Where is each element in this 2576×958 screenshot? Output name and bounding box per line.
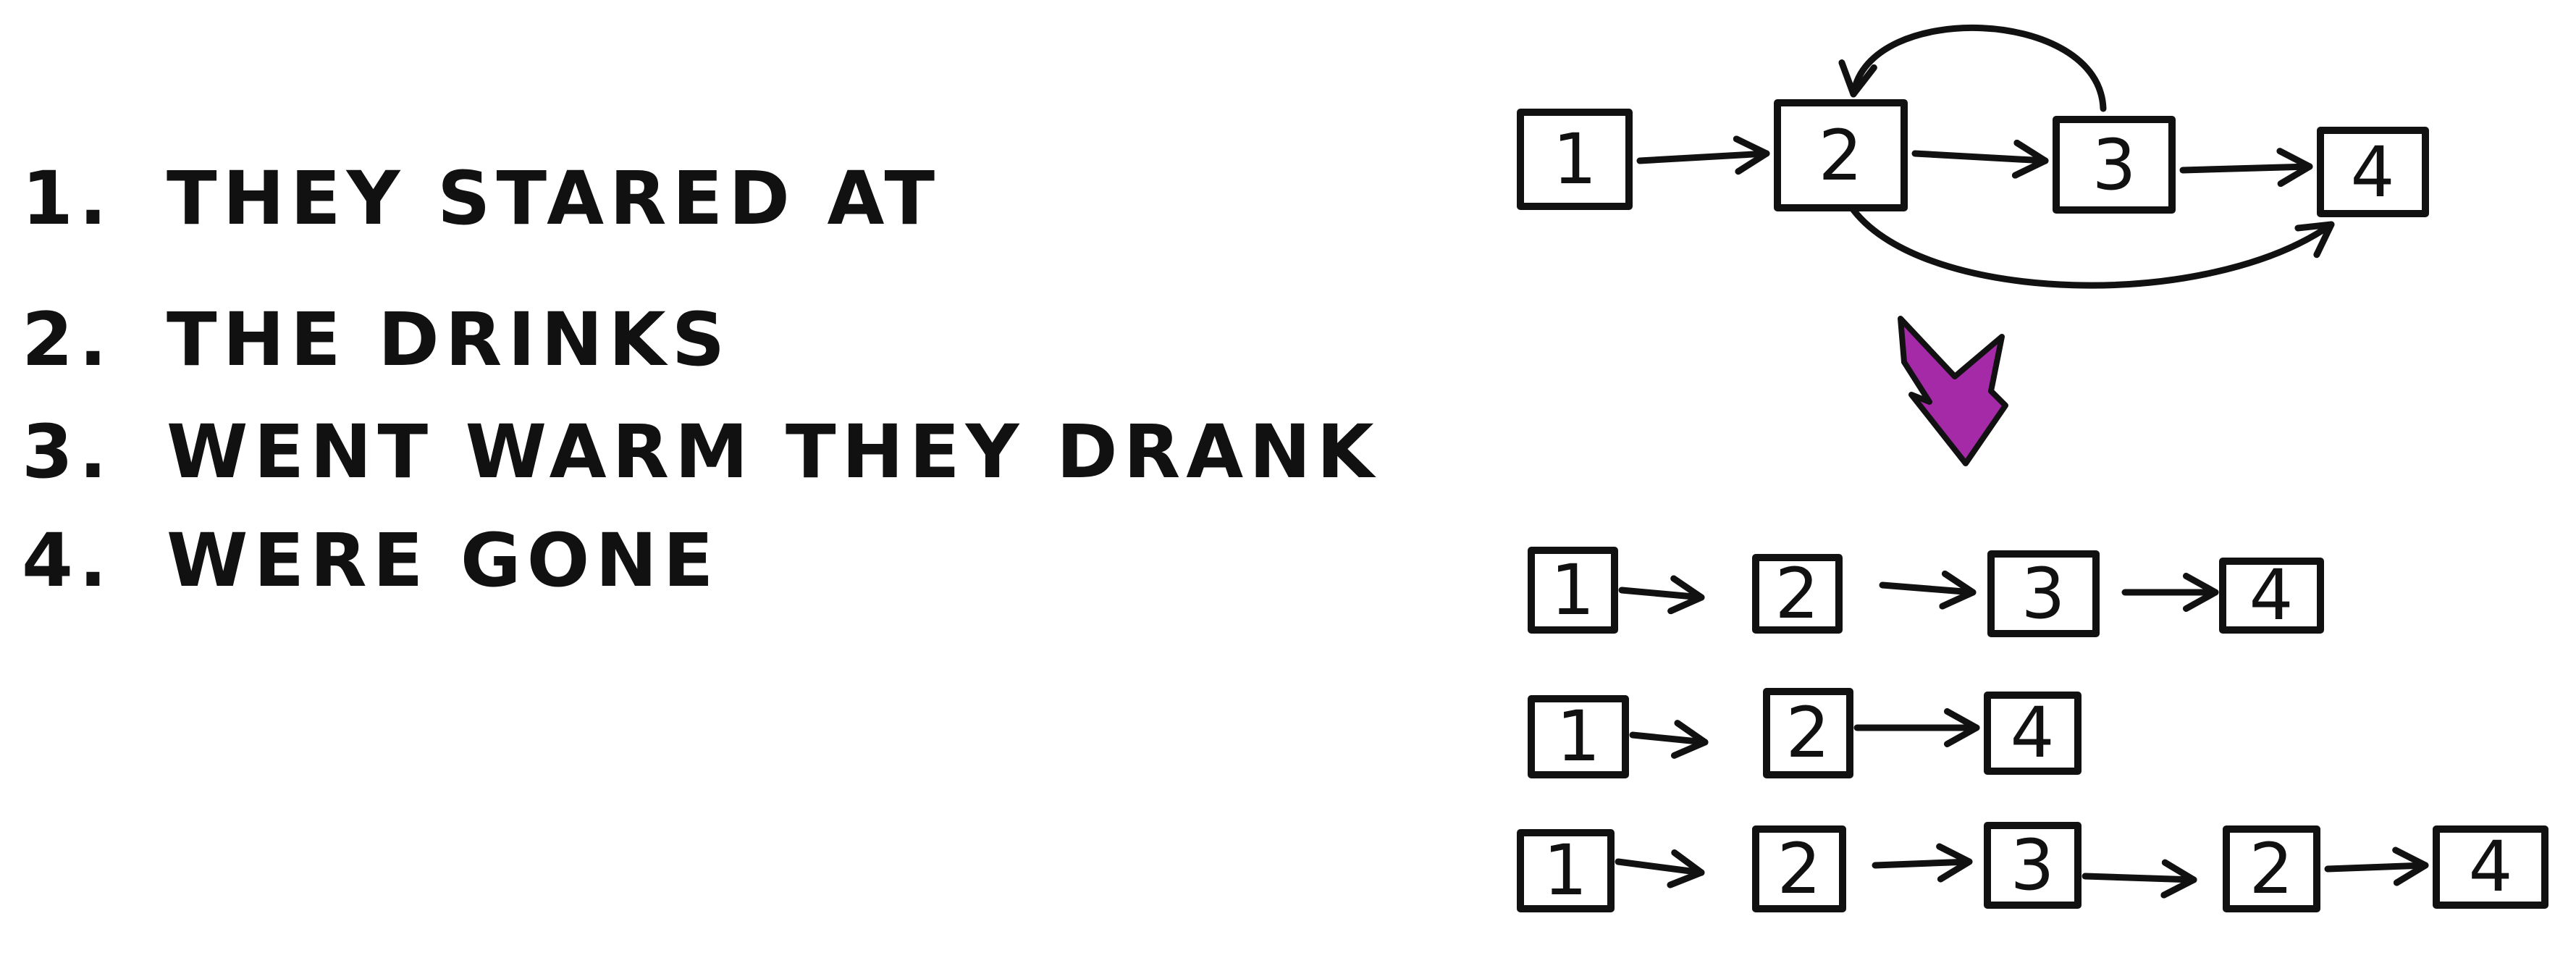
seq-node: 2 <box>2223 825 2320 912</box>
seq-node-label: 2 <box>1775 553 1819 634</box>
seq-arrow <box>1618 575 1705 615</box>
seq-node-label: 4 <box>2010 692 2054 773</box>
sequence-row-1: 1 2 3 4 <box>1528 547 2324 637</box>
list-number: 3. <box>22 409 113 495</box>
list-text: THE DRINKS <box>167 297 731 383</box>
edge-1-2 <box>1636 135 1770 175</box>
seq-arrow <box>1872 843 1973 883</box>
seq-node-label: 1 <box>1550 550 1594 631</box>
edge-3-4 <box>2179 148 2313 188</box>
seq-node-label: 1 <box>1556 696 1600 777</box>
seq-node: 4 <box>2219 555 2324 636</box>
list-text: THEY STARED AT <box>167 156 941 242</box>
sequence-row-2: 1 2 4 <box>1528 688 2082 778</box>
seq-node: 2 <box>1752 553 1843 634</box>
list-text: WERE GONE <box>167 518 720 604</box>
seq-arrow <box>1879 570 1977 610</box>
list-item: 1. THEY STARED AT <box>22 156 940 242</box>
sequence-row-3: 1 2 3 2 4 <box>1517 822 2548 912</box>
seq-node: 4 <box>1984 692 2082 775</box>
seq-node-label: 2 <box>2249 828 2293 909</box>
graph-node-2: 2 <box>1774 99 1908 211</box>
edge-2-3 <box>1911 139 2049 179</box>
seq-node: 1 <box>1528 695 1629 778</box>
seq-node-label: 3 <box>2010 825 2054 906</box>
list-number: 1. <box>22 156 113 242</box>
list-number: 4. <box>22 518 113 604</box>
graph-node-label: 4 <box>2350 132 2394 213</box>
edge-2-4-skip <box>1850 206 2335 289</box>
seq-arrow <box>1615 849 1705 888</box>
graph-node-label: 3 <box>2092 125 2136 206</box>
seq-node-label: 1 <box>1543 830 1587 911</box>
seq-node-label: 2 <box>1785 692 1830 773</box>
list-item: 4. WERE GONE <box>22 518 719 604</box>
seq-node-label: 4 <box>2468 826 2512 907</box>
list-number: 2. <box>22 297 113 383</box>
top-graph: 1 2 3 4 <box>1517 24 2429 289</box>
graph-node-4: 4 <box>2317 127 2429 217</box>
edge-3-2-loop <box>1838 24 2107 112</box>
transform-arrow-icon <box>1898 316 2008 466</box>
list-item: 3. WENT WARM THEY DRANK <box>22 409 1380 495</box>
seq-node: 3 <box>1987 550 2100 637</box>
seq-arrow <box>2324 846 2429 886</box>
graph-node-label: 2 <box>1818 115 1862 196</box>
seq-node-label: 2 <box>1777 828 1821 909</box>
graph-node-1: 1 <box>1517 109 1633 210</box>
seq-node-label: 3 <box>2021 553 2065 634</box>
graph-node-label: 1 <box>1552 119 1596 200</box>
seq-arrow <box>1629 720 1709 759</box>
seq-node: 3 <box>1984 822 2082 909</box>
graph-node-3: 3 <box>2053 116 2176 214</box>
seq-node: 1 <box>1528 547 1618 634</box>
seq-node: 2 <box>1763 688 1853 778</box>
seq-node-label: 4 <box>2249 555 2293 636</box>
seq-node: 4 <box>2433 825 2548 909</box>
seq-arrow <box>2082 859 2197 899</box>
seq-node: 1 <box>1517 829 1615 912</box>
seq-node: 2 <box>1752 825 1846 912</box>
list-text: WENT WARM THEY DRANK <box>167 409 1380 495</box>
list-item: 2. THE DRINKS <box>22 297 731 383</box>
